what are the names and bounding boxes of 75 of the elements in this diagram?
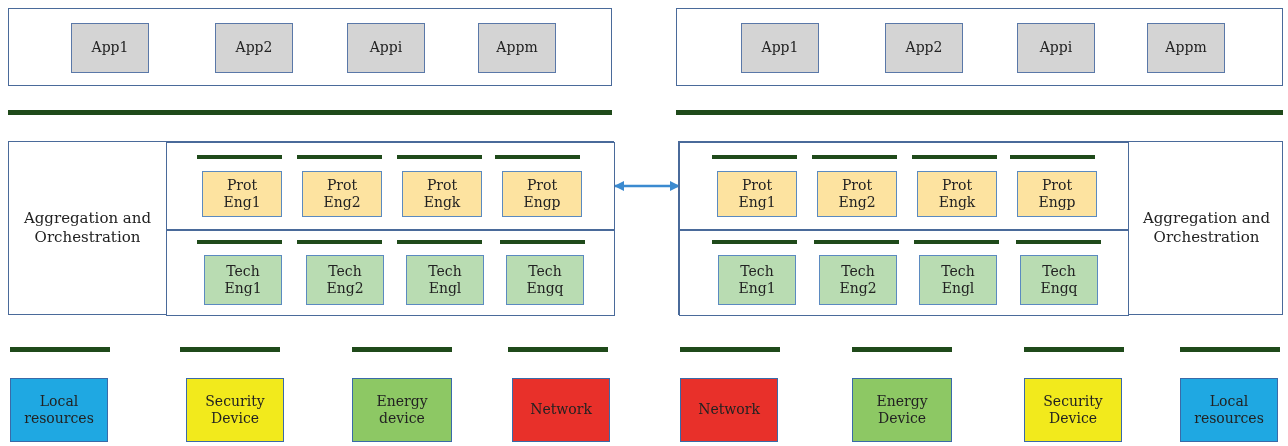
protocol-engine-box bbox=[202, 171, 282, 217]
node-label: Energy device bbox=[375, 392, 429, 428]
engine-row-panel bbox=[166, 230, 615, 316]
node-label: Prot Eng1 bbox=[223, 176, 261, 212]
device-box bbox=[1024, 378, 1122, 442]
node-label: Network bbox=[698, 401, 760, 419]
node-label: Network bbox=[530, 401, 592, 419]
node-label: Prot Engk bbox=[938, 176, 976, 212]
node-label: App2 bbox=[235, 39, 273, 57]
node-label: Local resources bbox=[24, 392, 94, 428]
engine-row-panel bbox=[166, 142, 615, 230]
protocol-engine-box bbox=[302, 171, 382, 217]
technology-engine-box bbox=[718, 255, 796, 305]
network-box bbox=[680, 378, 778, 442]
protocol-engine-box bbox=[917, 171, 997, 217]
app-box bbox=[885, 23, 963, 73]
app-box bbox=[741, 23, 819, 73]
app-box bbox=[1017, 23, 1095, 73]
protocol-engine-box bbox=[502, 171, 582, 217]
node-label: Prot Eng1 bbox=[738, 176, 776, 212]
node-label: Prot Eng2 bbox=[323, 176, 361, 212]
layer-panel bbox=[8, 8, 612, 86]
node-label: Tech Eng2 bbox=[839, 262, 877, 298]
app-box bbox=[478, 23, 556, 73]
resource-box bbox=[10, 378, 108, 442]
node-label: Tech Engl bbox=[427, 262, 463, 298]
node-label: Tech Engq bbox=[526, 262, 564, 298]
protocol-engine-box bbox=[402, 171, 482, 217]
node-label: App1 bbox=[761, 39, 799, 57]
node-label: Tech Engl bbox=[940, 262, 976, 298]
node-label: Prot Engk bbox=[423, 176, 461, 212]
app-box bbox=[347, 23, 425, 73]
technology-engine-box bbox=[306, 255, 384, 305]
technology-engine-box bbox=[204, 255, 282, 305]
app-box bbox=[71, 23, 149, 73]
app-box bbox=[1147, 23, 1225, 73]
node-label: Aggregation and Orchestration bbox=[1141, 209, 1272, 247]
node-label: Tech Eng1 bbox=[224, 262, 262, 298]
node-label: Local resources bbox=[1194, 392, 1264, 428]
protocol-engine-box bbox=[817, 171, 897, 217]
technology-engine-box bbox=[919, 255, 997, 305]
technology-engine-box bbox=[1020, 255, 1098, 305]
node-label: Appm bbox=[1165, 39, 1207, 57]
node-label: Prot Engp bbox=[1038, 176, 1076, 212]
double-arrow bbox=[614, 181, 680, 191]
engine-row-panel bbox=[679, 230, 1129, 316]
node-label: Security Device bbox=[1042, 392, 1104, 428]
app-box bbox=[215, 23, 293, 73]
node-label: Energy Device bbox=[875, 392, 929, 428]
technology-engine-box bbox=[406, 255, 484, 305]
layer-panel bbox=[678, 141, 1283, 315]
node-label: Appi bbox=[369, 39, 403, 57]
node-label: Tech Engq bbox=[1040, 262, 1078, 298]
node-label: App2 bbox=[905, 39, 943, 57]
network-box bbox=[512, 378, 610, 442]
node-label: App1 bbox=[91, 39, 129, 57]
technology-engine-box bbox=[506, 255, 584, 305]
engine-row-panel bbox=[679, 142, 1129, 230]
node-label: Tech Eng2 bbox=[326, 262, 364, 298]
protocol-engine-box bbox=[717, 171, 797, 217]
layer-panel bbox=[8, 141, 614, 315]
node-label: Appi bbox=[1039, 39, 1073, 57]
technology-engine-box bbox=[819, 255, 897, 305]
node-label: Aggregation and Orchestration bbox=[22, 209, 153, 247]
layer-panel bbox=[676, 8, 1283, 86]
node-label: Appm bbox=[496, 39, 538, 57]
protocol-engine-box bbox=[1017, 171, 1097, 217]
device-box bbox=[186, 378, 284, 442]
device-box bbox=[852, 378, 952, 442]
node-label: Prot Engp bbox=[523, 176, 561, 212]
node-label: Prot Eng2 bbox=[838, 176, 876, 212]
node-label: Tech Eng1 bbox=[738, 262, 776, 298]
node-label: Security Device bbox=[204, 392, 266, 428]
device-box bbox=[352, 378, 452, 442]
resource-box bbox=[1180, 378, 1278, 442]
